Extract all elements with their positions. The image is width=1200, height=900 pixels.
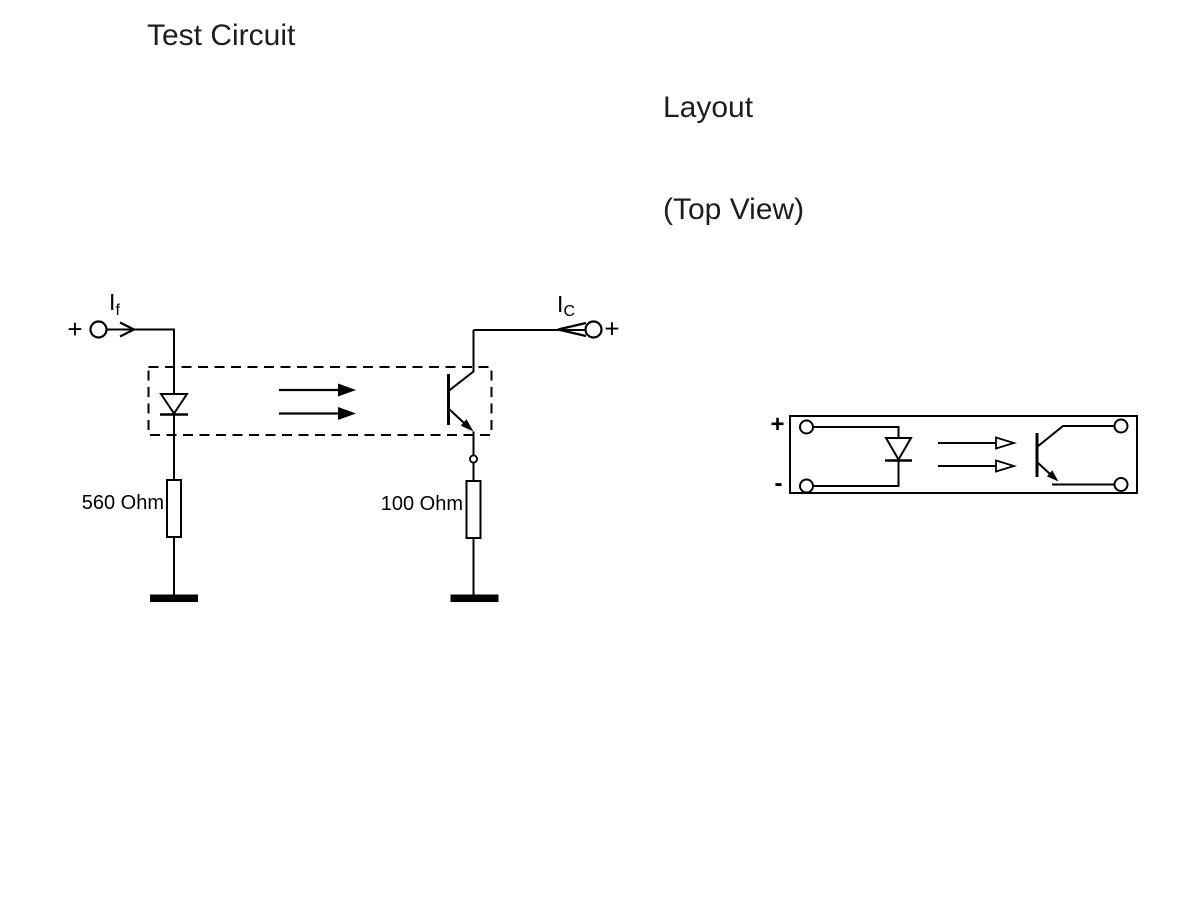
output-current-arrow-icon [557,321,587,338]
input-terminal-icon [89,320,108,339]
light-arrow-icon [279,383,356,397]
layout-title-line1: Layout [663,91,754,124]
phototransistor-icon [1035,425,1115,482]
layout-title: Layout (Top View) [663,23,804,295]
resistor-icon [465,480,482,539]
anode-wire [813,426,900,438]
pin-icon [799,419,814,435]
input-wire [107,328,175,394]
input-current-subscript: f [116,302,121,319]
output-polarity-label: + [604,314,619,344]
input-current-arrow-icon [119,321,137,338]
light-arrow-icon [938,436,1018,450]
input-polarity-label: + [67,314,82,344]
package-outline [789,415,1138,494]
light-arrow-icon [938,459,1018,473]
pin-icon [799,478,814,494]
output-current-symbol: I [557,291,563,317]
resistor-icon [166,479,182,538]
optocoupler-dashed-box [147,366,493,436]
output-resistor-label: 100 Ohm [381,493,463,515]
emitter-node-icon [468,454,478,464]
phototransistor-icon [447,330,475,432]
input-resistor-label: 560 Ohm [82,492,164,514]
cathode-wire [813,460,900,487]
output-current-label: I C [557,291,575,320]
output-terminal-icon [584,320,603,339]
layout-title-line2: (Top View) [663,193,805,226]
test-circuit-title: Test Circuit [147,19,296,52]
test-circuit-diagram: + I f [67,289,620,602]
layout-anode-label: + [770,411,784,438]
pin-icon [1113,418,1129,434]
pin-icon [1113,477,1129,492]
input-current-symbol: I [109,289,115,315]
light-arrow-icon [279,407,356,420]
input-current-label: I f [109,289,121,319]
layout-cathode-label: - [775,470,783,497]
ground-icon [150,594,198,602]
ground-icon [450,594,499,602]
led-icon [159,393,189,416]
layout-diagram: + - [770,411,1138,497]
output-current-subscript: C [564,303,576,320]
